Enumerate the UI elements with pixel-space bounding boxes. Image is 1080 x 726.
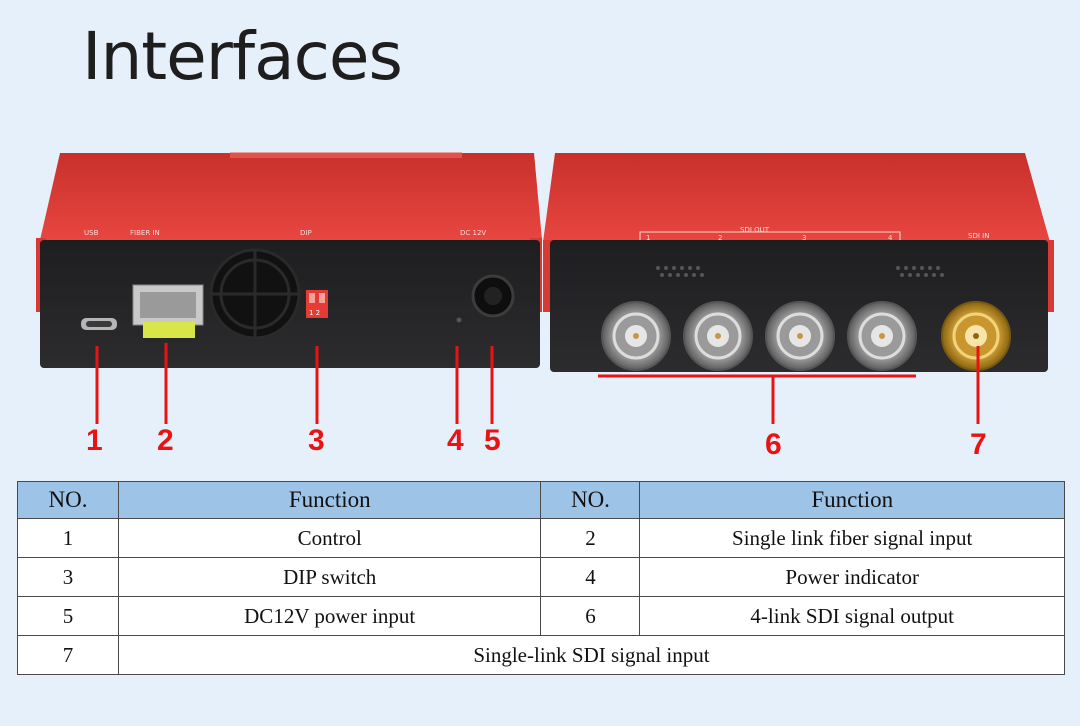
dip-label: DIP: [300, 229, 312, 237]
marker-6: 6: [765, 428, 782, 461]
bnc-output-1: [601, 301, 671, 371]
cell-no: 2: [540, 518, 641, 558]
cell-no: 4: [540, 557, 641, 597]
table-row: 5 DC12V power input 6 4-link SDI signal …: [17, 596, 1065, 636]
cell-function: Power indicator: [639, 557, 1065, 597]
table-row: 7 Single-link SDI signal input: [17, 635, 1066, 675]
marker-3: 3: [308, 424, 325, 457]
cell-no: 6: [540, 596, 641, 636]
out-port-2: 2: [718, 234, 722, 242]
marker-7: 7: [970, 428, 987, 461]
sdi-out-label: SDI OUT: [740, 226, 770, 234]
header-function: Function: [117, 481, 542, 519]
sdi-in-label: SDI IN: [968, 232, 989, 240]
bnc-output-2: [683, 301, 753, 371]
marker-4: 4: [447, 424, 464, 457]
bnc-output-3: [765, 301, 835, 371]
page-title: Interfaces: [82, 18, 403, 95]
converter-right: SDI OUT SDI IN 1 2 3 4: [543, 153, 1054, 372]
cell-no: 7: [17, 635, 119, 675]
header-function-2: Function: [639, 481, 1065, 519]
converter-left: FIBER IN USB DIP DC 12V 1 2: [36, 152, 542, 368]
cell-function: Single-link SDI signal input: [117, 635, 1066, 675]
table-row: 1 Control 2 Single link fiber signal inp…: [17, 518, 1065, 558]
marker-1: 1: [86, 424, 103, 457]
out-port-3: 3: [802, 234, 806, 242]
marker-2: 2: [157, 424, 174, 457]
out-port-4: 4: [888, 234, 893, 242]
cell-function: Single link fiber signal input: [639, 518, 1065, 558]
callout-lines: [95, 343, 980, 424]
cell-function: DIP switch: [117, 557, 542, 597]
cell-no: 3: [17, 557, 119, 597]
dc12v-label: DC 12V: [460, 229, 486, 237]
cell-function: Control: [117, 518, 542, 558]
marker-5: 5: [484, 424, 501, 457]
bnc-output-4: [847, 301, 917, 371]
dip-switch-keys: 1 2: [309, 309, 320, 317]
out-port-1: 1: [646, 234, 650, 242]
bnc-input-gold: [941, 301, 1011, 371]
cell-no: 5: [17, 596, 119, 636]
cell-no: 1: [17, 518, 119, 558]
header-no-2: NO.: [540, 481, 641, 519]
vent-right: [896, 266, 944, 277]
function-table: NO. Function NO. Function 1 Control 2 Si…: [17, 481, 1066, 675]
table-header-row: NO. Function NO. Function: [17, 481, 1065, 519]
device-photo: FIBER IN USB DIP DC 12V 1 2 SDI OUT: [36, 152, 1054, 424]
header-no: NO.: [17, 481, 119, 519]
vent-left: [656, 266, 704, 277]
cell-function: DC12V power input: [117, 596, 542, 636]
fiber-in-label: FIBER IN: [130, 229, 160, 237]
power-led: [456, 317, 462, 323]
table-row: 3 DIP switch 4 Power indicator: [17, 557, 1065, 597]
cell-function: 4-link SDI signal output: [639, 596, 1065, 636]
usb-label: USB: [84, 229, 99, 237]
